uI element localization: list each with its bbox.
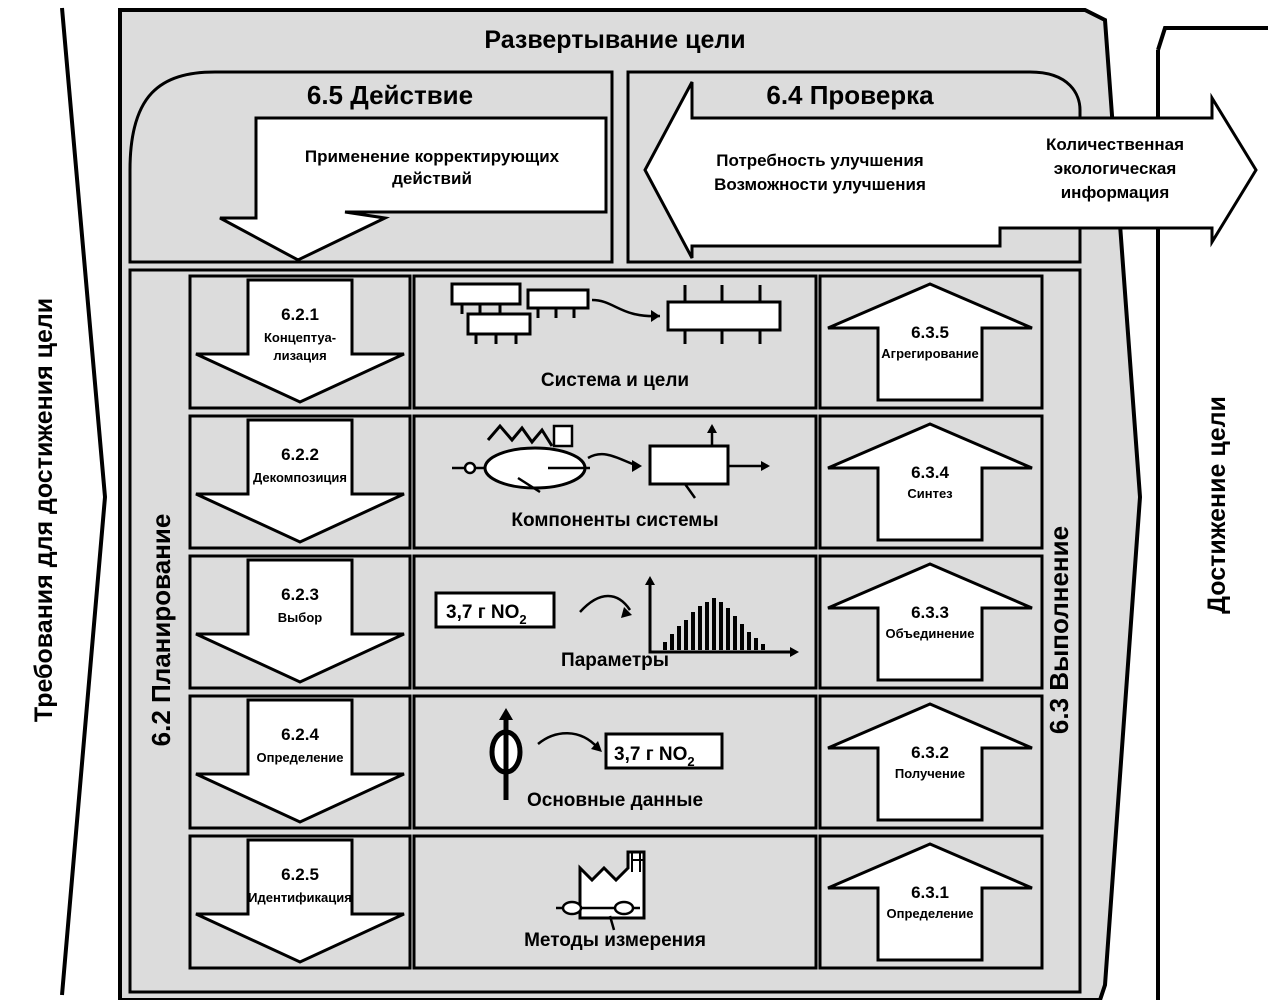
plan-step-label-line1: Определение (256, 750, 343, 765)
plan-down-arrow (195, 278, 405, 404)
do-step-label: Объединение (885, 626, 974, 641)
do-up-arrow (827, 562, 1033, 682)
improvement-need-text: Потребность улучшения (716, 151, 923, 170)
parameters-icon: 3,7 г NO2 (434, 576, 799, 657)
goal-deployment-title: Развертывание цели (484, 26, 745, 54)
quantitative-info-line1: Количественная (1046, 135, 1184, 154)
left-requirements-label: Требования для достижения цели (30, 298, 58, 722)
parameter-no2-label: 3,7 г NO2 (446, 602, 527, 627)
center-caption: Параметры (561, 650, 669, 671)
left-requirements-band: Требования для достижения цели (0, 7, 108, 1000)
do-step-number: 6.3.4 (911, 463, 949, 482)
center-caption: Система и цели (541, 370, 689, 391)
do-up-arrow (827, 422, 1033, 542)
act-title: 6.5 Действие (307, 80, 473, 110)
do-step-label: Определение (886, 906, 973, 921)
quantitative-info-line3: информация (1061, 183, 1170, 202)
act-text-line2: действий (392, 169, 472, 188)
plan-down-arrow (195, 838, 405, 964)
measurement-methods-icon (556, 850, 646, 931)
plan-step-label-line1: Идентификация (248, 890, 352, 905)
basic-data-no2-label: 3,7 г NO2 (614, 744, 695, 769)
do-step-label: Агрегирование (881, 346, 978, 361)
system-goals-icon (450, 282, 782, 344)
do-step-number: 6.3.5 (911, 323, 949, 342)
plan-down-arrow (195, 558, 405, 684)
plan-step-number: 6.2.3 (281, 585, 319, 604)
do-step-number: 6.3.2 (911, 743, 949, 762)
plan-down-arrow (195, 418, 405, 544)
do-step-number: 6.3.3 (911, 603, 949, 622)
do-up-arrow (827, 702, 1033, 822)
plan-label: 6.2 Планирование (146, 514, 176, 747)
system-components-icon (452, 423, 770, 499)
plan-step-number: 6.2.1 (281, 305, 319, 324)
do-step-number: 6.3.1 (911, 883, 949, 902)
do-step-label: Получение (895, 766, 965, 781)
plan-down-arrow (195, 698, 405, 824)
center-cell (412, 414, 818, 550)
quantitative-info-line2: экологическая (1054, 159, 1177, 178)
plan-step-number: 6.2.4 (281, 725, 319, 744)
act-text-line1: Применение корректирующих (305, 147, 560, 166)
check-title: 6.4 Проверка (766, 80, 934, 110)
center-caption: Основные данные (527, 790, 703, 811)
basic-data-icon: 3,7 г NO2 (489, 708, 724, 800)
plan-step-number: 6.2.5 (281, 865, 319, 884)
check-double-arrow (643, 81, 1258, 259)
center-caption: Методы измерения (524, 930, 706, 951)
do-step-label: Синтез (907, 486, 953, 501)
plan-step-label-line2: лизация (273, 348, 326, 363)
plan-step-label-line1: Декомпозиция (253, 470, 347, 485)
corrective-action-arrow (219, 116, 608, 262)
center-caption: Компоненты системы (511, 510, 718, 531)
plan-step-label-line1: Концептуа- (264, 330, 336, 345)
check-section: 6.4 Проверка Потребность улучшения Возмо… (626, 70, 1258, 264)
act-section: 6.5 Действие Применение корректирующих д… (128, 70, 614, 264)
plan-step-label-line1: Выбор (278, 610, 322, 625)
plan-step-number: 6.2.2 (281, 445, 319, 464)
do-label: 6.3 Выполнение (1044, 526, 1074, 734)
right-achievement-label: Достижение цели (1203, 396, 1231, 614)
do-up-arrow (827, 282, 1033, 402)
do-up-arrow (827, 842, 1033, 962)
improvement-possibility-text: Возможности улучшения (714, 175, 926, 194)
